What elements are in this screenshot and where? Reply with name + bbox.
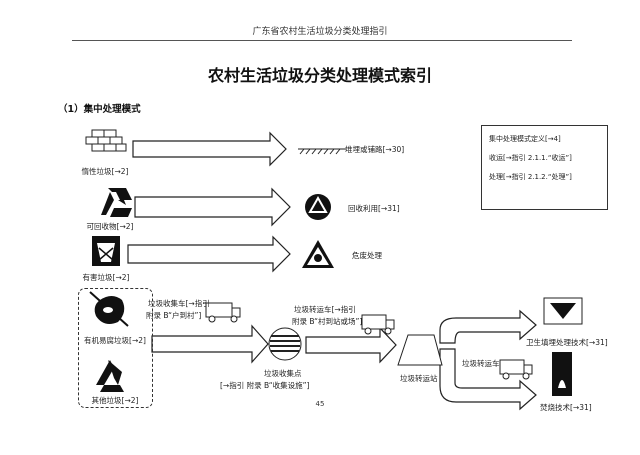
flow-arrow-to-incineration xyxy=(439,348,537,411)
header-rule xyxy=(72,40,572,41)
transfer-station-label: 垃圾转运站 xyxy=(400,374,438,383)
organic-waste-icon xyxy=(89,291,129,327)
section-heading: （1）集中处理模式 xyxy=(58,104,141,115)
landfill-ground-icon xyxy=(298,148,346,155)
label-organic: 有机易腐垃圾[→2] xyxy=(84,336,146,345)
dest-recyclable: 回收利用[→31] xyxy=(348,204,400,213)
dest-incineration: 焚烧技术[→31] xyxy=(540,403,592,412)
transfer-truck-icon xyxy=(499,359,533,380)
collection-point-ref: [→指引 附录 B“收集设施”] xyxy=(220,381,310,390)
definition-link[interactable]: 处理[→指引 2.1.2.“处理”] xyxy=(489,173,572,181)
hazard-warning-icon xyxy=(302,240,334,268)
dest-inert: 堆埋或铺路[→30] xyxy=(345,145,405,154)
flow-arrow-collection xyxy=(151,324,269,364)
collection-point-icon xyxy=(268,327,302,361)
collection-point-label: 垃圾收集点 xyxy=(264,369,302,378)
definitions-box: 集中处理模式定义[→4] 收运[→指引 2.1.1.“收运”] 处理[→指引 2… xyxy=(481,125,608,210)
transport-label-2: 附录 B“村到站或场”] xyxy=(292,317,363,326)
label-recyclable: 可回收物[→2] xyxy=(86,222,134,231)
label-hazardous: 有害垃圾[→2] xyxy=(82,273,130,282)
collector-label-1: 垃圾收集车[→指引 xyxy=(148,299,210,308)
transfer-station-icon xyxy=(397,334,443,366)
recyclable-symbol-icon xyxy=(101,188,132,217)
recycle-bin-icon xyxy=(305,194,331,220)
flow-arrow-to-station xyxy=(305,326,397,364)
sanitary-landfill-icon xyxy=(543,297,583,325)
hazardous-waste-icon xyxy=(92,236,120,266)
definition-link[interactable]: 收运[→指引 2.1.1.“收运”] xyxy=(489,154,572,162)
running-header: 广东省农村生活垃圾分类处理指引 xyxy=(252,27,388,37)
transport-label-1: 垃圾转运车[→指引 xyxy=(294,305,356,314)
definition-link[interactable]: 集中处理模式定义[→4] xyxy=(489,135,561,143)
mixed-waste-group xyxy=(78,288,153,408)
page-number: 45 xyxy=(315,400,325,408)
flow-arrow-to-landfill xyxy=(439,309,537,344)
label-other: 其他垃圾[→2] xyxy=(91,396,139,405)
collection-truck-icon xyxy=(205,302,241,323)
label-inert: 惰性垃圾[→2] xyxy=(81,167,129,176)
transfer-truck-label: 垃圾转运车 xyxy=(462,359,500,368)
flow-arrow-recyclable xyxy=(134,187,291,227)
other-waste-icon xyxy=(96,360,124,392)
bricks-icon xyxy=(85,129,127,152)
transport-truck-icon xyxy=(361,314,395,335)
page-title: 农村生活垃圾分类处理模式索引 xyxy=(207,66,432,85)
incinerator-icon xyxy=(552,352,572,396)
dest-hazardous: 危废处理 xyxy=(352,251,382,260)
dest-landfill: 卫生填埋处理技术[→31] xyxy=(526,338,608,347)
collector-label-2: 附录 B“户到村”] xyxy=(146,311,202,320)
flow-arrow-hazardous xyxy=(127,235,291,273)
flow-arrow-inert xyxy=(132,131,287,167)
